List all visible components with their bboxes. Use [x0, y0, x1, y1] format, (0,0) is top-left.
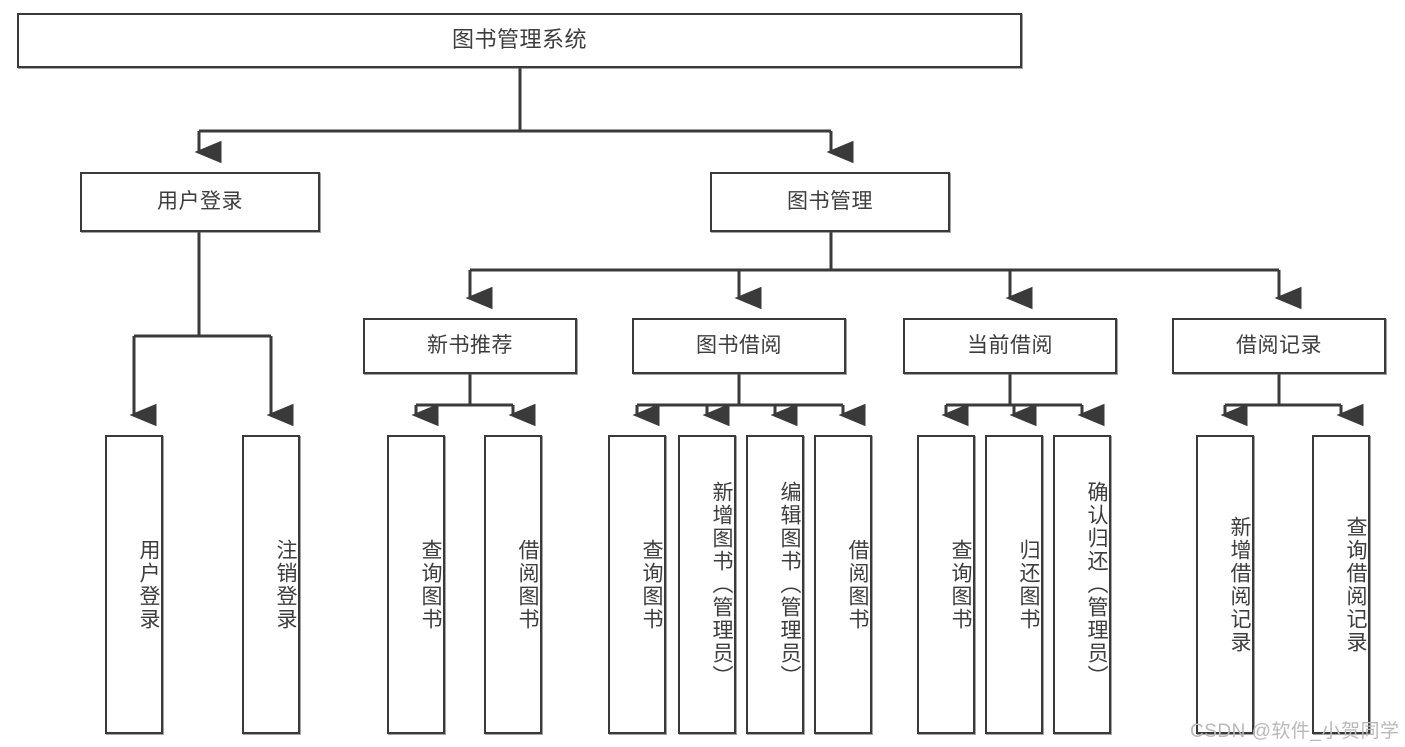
node-leaf-borrow-book-1[interactable]: 借阅图书	[484, 435, 542, 734]
node-label: 查询图书	[419, 538, 442, 631]
node-label: 当前借阅	[967, 334, 1053, 358]
node-leaf-edit-book[interactable]: 编辑图书（管理员）	[746, 435, 804, 734]
node-new-book-rec[interactable]: 新书推荐	[363, 318, 577, 374]
node-label: 确认归还（管理员）	[1085, 481, 1108, 688]
node-label: 用户登录	[157, 190, 243, 214]
node-user-login[interactable]: 用户登录	[80, 172, 320, 232]
node-label: 图书借阅	[696, 334, 782, 358]
node-label: 新增借阅记录	[1228, 515, 1251, 654]
node-leaf-query-book-3[interactable]: 查询图书	[917, 435, 975, 734]
node-current-borrow[interactable]: 当前借阅	[903, 318, 1117, 374]
node-label: 图书管理系统	[451, 27, 587, 53]
node-label: 图书管理	[787, 190, 873, 214]
node-label: 新增图书（管理员）	[710, 481, 733, 688]
node-leaf-query-book-2[interactable]: 查询图书	[608, 435, 666, 734]
node-leaf-add-book[interactable]: 新增图书（管理员）	[678, 435, 736, 734]
node-borrow-record[interactable]: 借阅记录	[1172, 318, 1386, 374]
node-label: 查询图书	[949, 538, 972, 631]
node-label: 借阅图书	[846, 538, 869, 631]
node-label: 编辑图书（管理员）	[778, 481, 801, 688]
node-leaf-query-book-1[interactable]: 查询图书	[387, 435, 445, 734]
node-label: 用户登录	[137, 538, 160, 631]
node-leaf-user-login[interactable]: 用户登录	[105, 435, 163, 734]
node-book-manage[interactable]: 图书管理	[710, 172, 950, 232]
node-leaf-query-record[interactable]: 查询借阅记录	[1312, 435, 1370, 734]
node-leaf-confirm-return[interactable]: 确认归还（管理员）	[1053, 435, 1111, 734]
node-book-borrow[interactable]: 图书借阅	[632, 318, 846, 374]
node-label: 查询借阅记录	[1344, 515, 1367, 654]
node-label: 归还图书	[1017, 538, 1040, 631]
node-leaf-user-logout[interactable]: 注销登录	[242, 435, 300, 734]
node-leaf-return-book[interactable]: 归还图书	[985, 435, 1043, 734]
node-label: 新书推荐	[427, 334, 513, 358]
csdn-watermark: CSDN @软件_小贺同学	[1190, 721, 1400, 742]
node-label: 借阅记录	[1236, 334, 1322, 358]
node-leaf-borrow-book-2[interactable]: 借阅图书	[814, 435, 872, 734]
node-label: 查询图书	[640, 538, 663, 631]
node-root-system[interactable]: 图书管理系统	[17, 13, 1022, 68]
node-leaf-add-record[interactable]: 新增借阅记录	[1196, 435, 1254, 734]
node-label: 注销登录	[274, 538, 297, 631]
node-label: 借阅图书	[516, 538, 539, 631]
